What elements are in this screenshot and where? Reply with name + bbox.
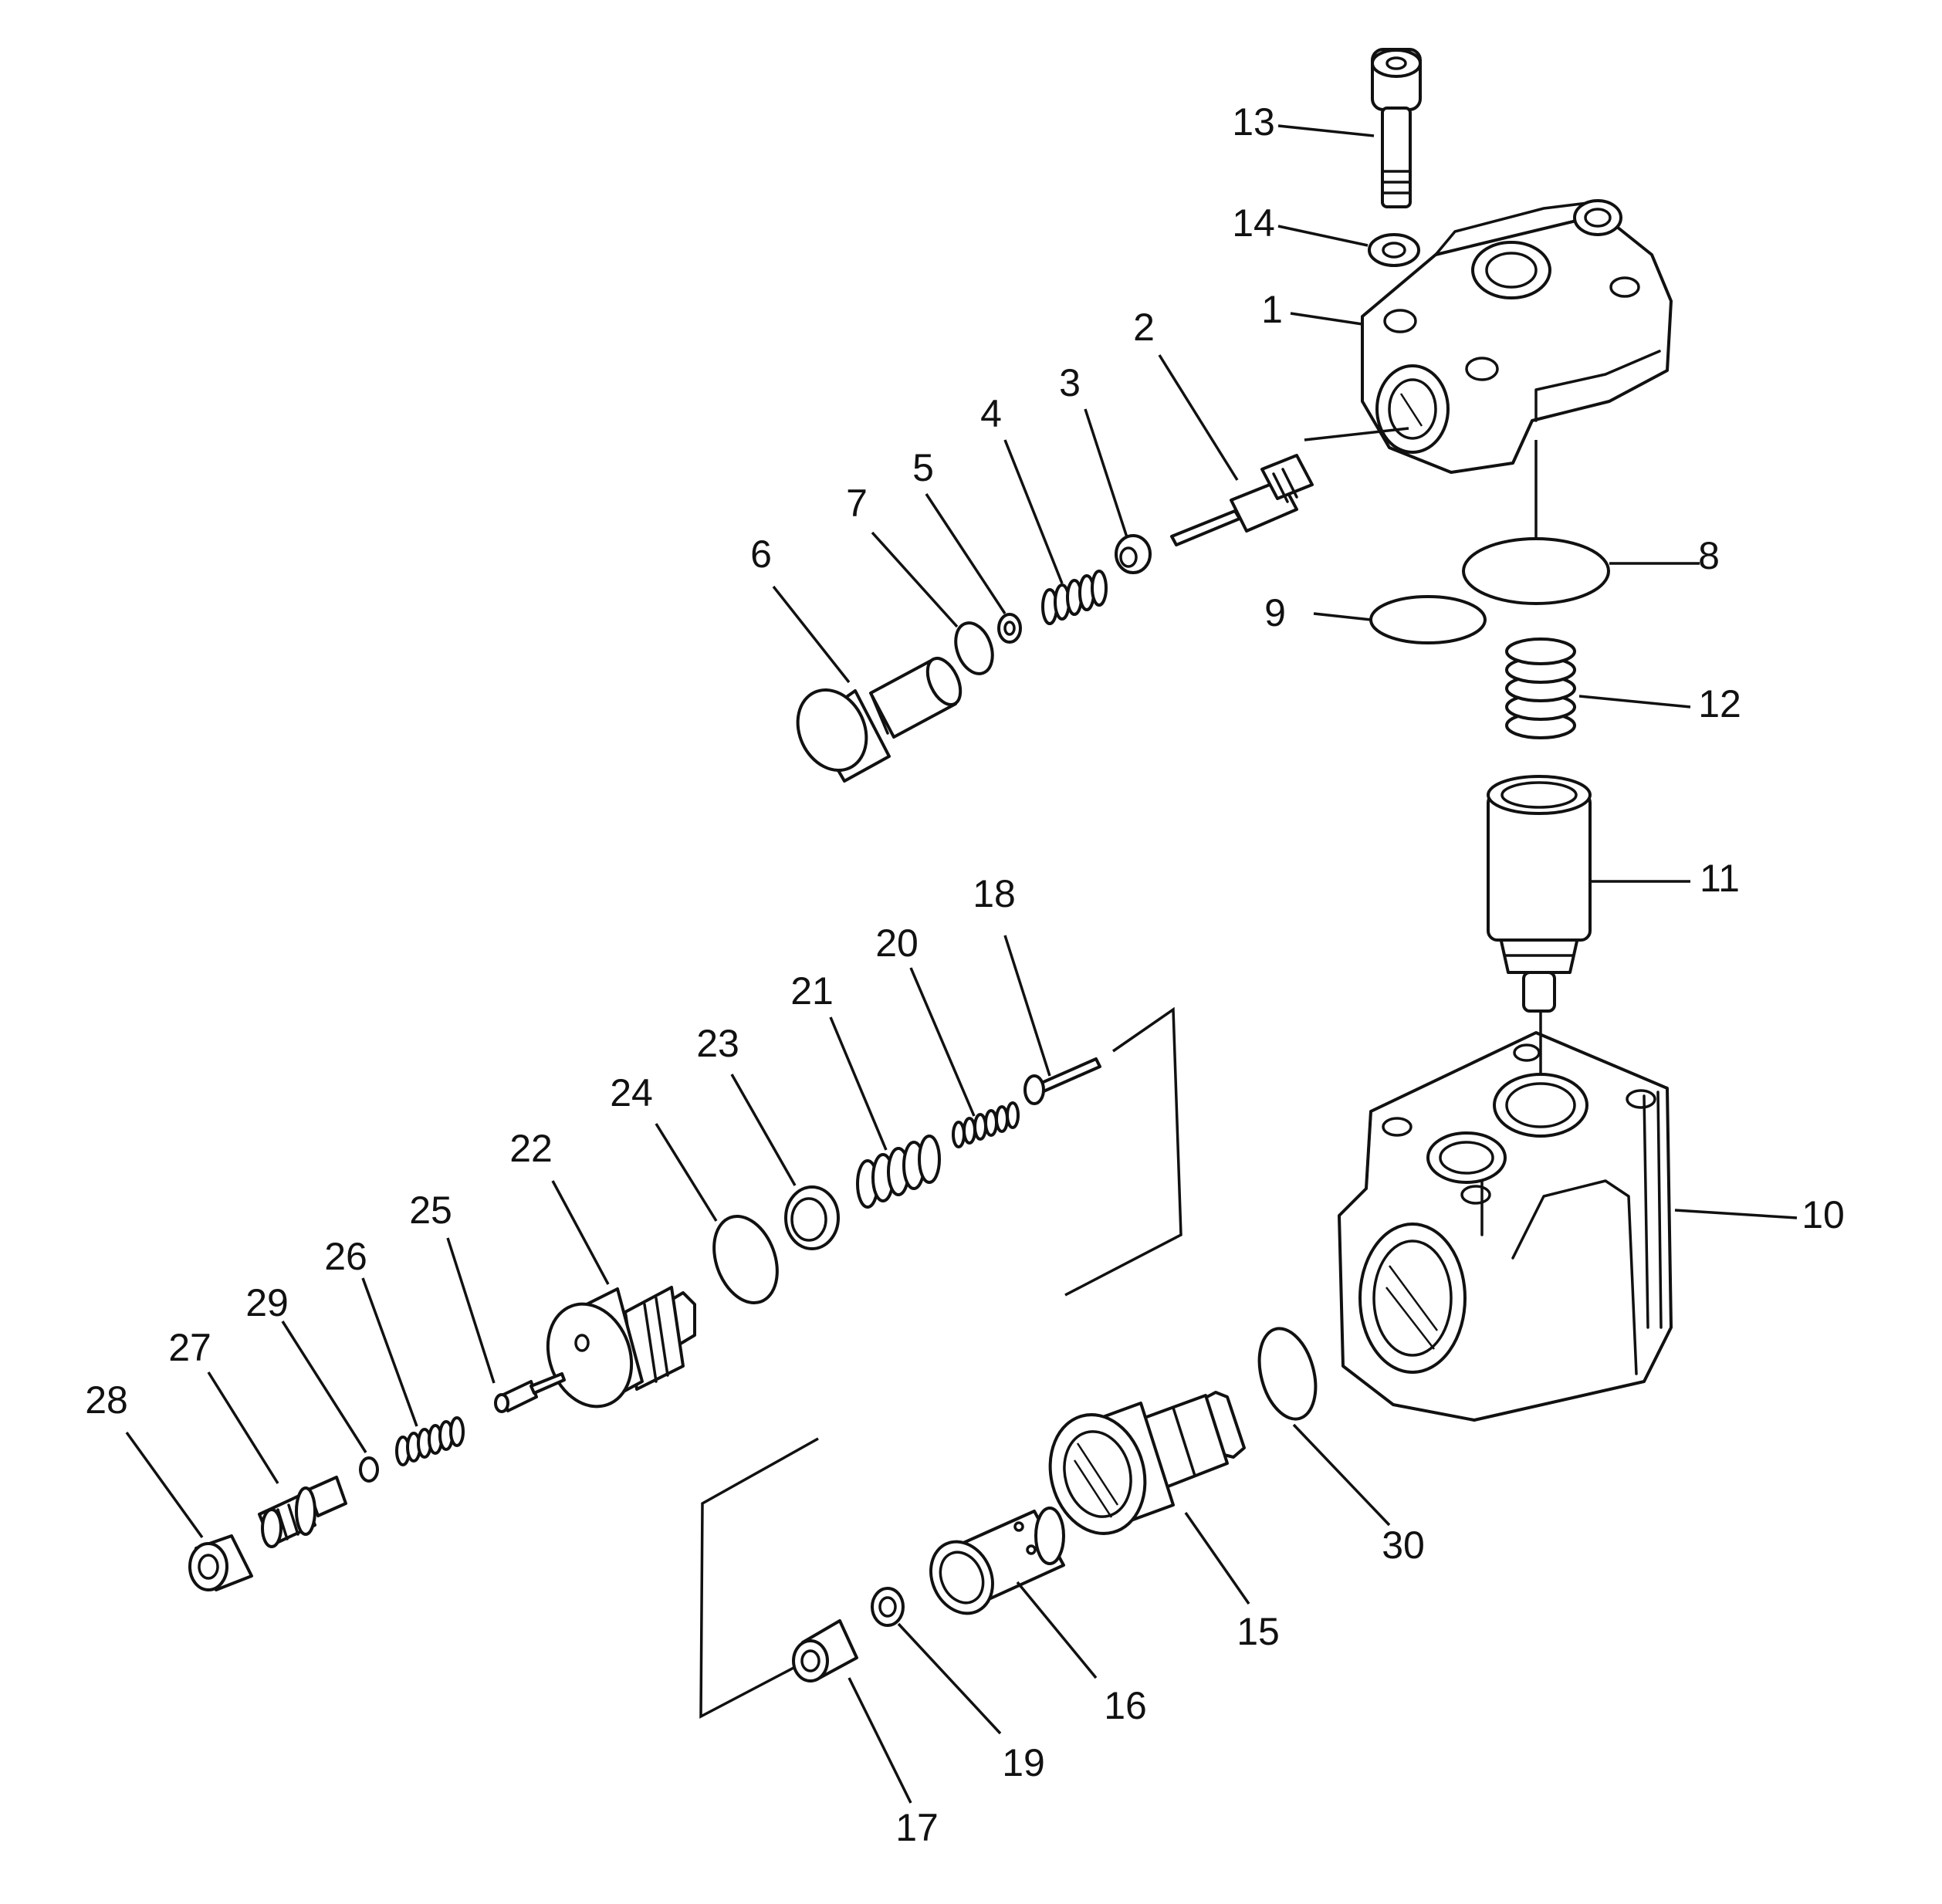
callout-1: 1 (1261, 288, 1283, 331)
callout-2: 2 (1133, 306, 1155, 349)
part-10-valve-body (1338, 1031, 1673, 1422)
group-bracket-upper (1064, 1006, 1182, 1297)
part-17-plug (792, 1619, 858, 1682)
callout-30: 30 (1382, 1524, 1425, 1567)
part-16-spool (929, 1507, 1065, 1615)
callout-29: 29 (245, 1281, 289, 1324)
callout-14: 14 (1232, 201, 1275, 245)
part-8-o-ring (1462, 537, 1610, 605)
part-25-pin (494, 1372, 566, 1413)
callout-24: 24 (610, 1071, 653, 1114)
part-30-o-ring (1257, 1327, 1318, 1421)
callout-18: 18 (973, 872, 1016, 915)
callout-21: 21 (790, 969, 834, 1013)
callout-4: 4 (980, 392, 1002, 435)
part-5-washer (997, 613, 1022, 644)
part-26-spring (395, 1416, 465, 1466)
group-bracket-lower (699, 1437, 819, 1719)
part-29-o-ring (359, 1456, 379, 1483)
part-1-valve-cover (1361, 199, 1673, 474)
callout-5: 5 (912, 446, 934, 489)
part-4-spring (1041, 570, 1108, 625)
part-7-o-ring (954, 621, 994, 675)
part-24-o-ring (712, 1214, 779, 1305)
callout-9: 9 (1264, 591, 1286, 634)
callout-26: 26 (324, 1235, 367, 1278)
callout-27: 27 (168, 1326, 211, 1369)
callout-8: 8 (1698, 534, 1720, 577)
callout-16: 16 (1104, 1684, 1147, 1727)
part-12-spring (1505, 637, 1576, 739)
callout-23: 23 (696, 1022, 739, 1065)
part-6-plug (796, 657, 963, 783)
callout-6: 6 (750, 533, 772, 576)
callout-25: 25 (409, 1189, 452, 1232)
part-22-retainer (546, 1286, 696, 1409)
part-9-o-ring (1369, 595, 1487, 644)
part-3-plug (1115, 534, 1152, 574)
part-21-spring (856, 1135, 941, 1209)
callout-12: 12 (1698, 682, 1741, 725)
callout-28: 28 (85, 1378, 128, 1422)
callout-labels: 1 2 3 4 5 6 7 8 9 10 11 12 13 14 15 16 1… (85, 100, 1845, 1849)
callout-22: 22 (509, 1127, 553, 1170)
callout-11: 11 (1700, 857, 1740, 900)
callout-3: 3 (1059, 361, 1081, 404)
part-15-sleeve (1048, 1391, 1246, 1535)
leader-lines (125, 124, 1798, 1804)
callout-20: 20 (875, 922, 919, 965)
part-2-spool (1170, 454, 1314, 546)
part-28-nut (188, 1534, 253, 1591)
callout-10: 10 (1802, 1193, 1845, 1236)
part-27-adjusting-screw (258, 1476, 347, 1548)
part-14-washer (1368, 233, 1420, 267)
callout-19: 19 (1002, 1741, 1045, 1784)
part-11-piston (1487, 775, 1592, 1013)
callout-17: 17 (895, 1806, 939, 1849)
part-19-ring (871, 1587, 905, 1627)
part-23-seat (784, 1185, 840, 1250)
part-18-pin (1023, 1057, 1101, 1105)
part-13-bolt (1371, 48, 1422, 208)
part-20-spring (952, 1101, 1020, 1148)
callout-7: 7 (846, 482, 868, 525)
callout-15: 15 (1237, 1610, 1280, 1653)
callout-13: 13 (1232, 100, 1275, 144)
